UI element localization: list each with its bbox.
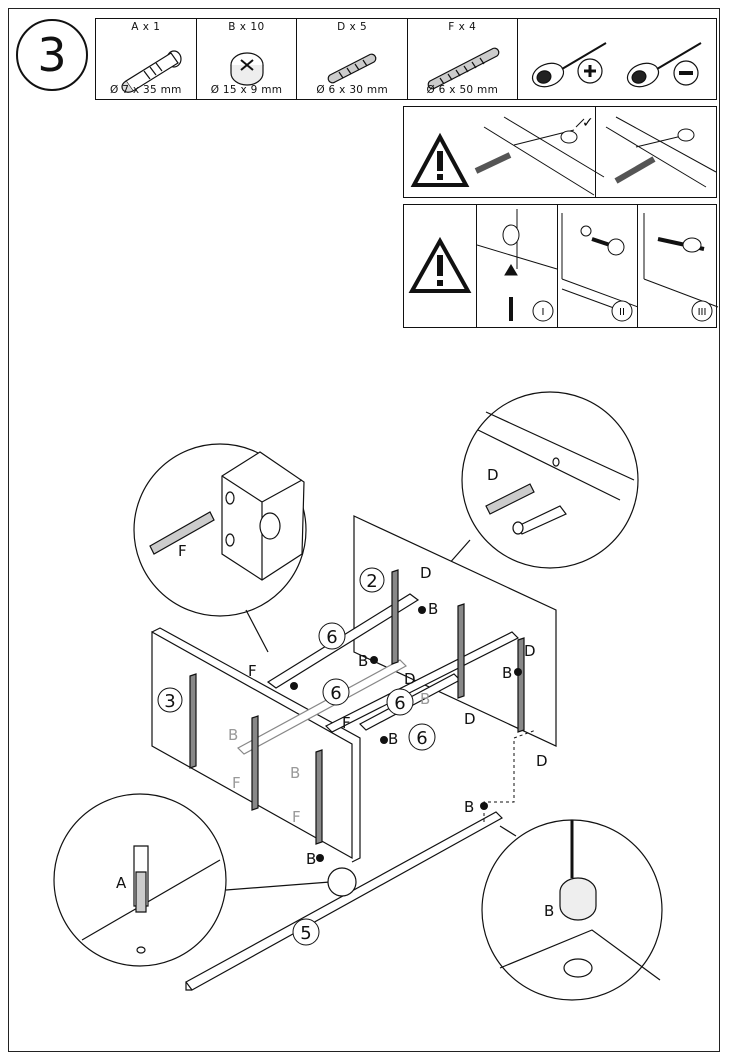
warning-orientation-art: ✓	[410, 115, 605, 196]
warning-triangle-icon	[410, 132, 470, 187]
warning-step-2: II	[557, 205, 639, 327]
part-cell-d: D x 5 Ø 6 x 30 mm	[297, 19, 408, 99]
label-f: F	[342, 714, 351, 732]
long-dowel-icon	[427, 47, 500, 90]
step-label: II	[619, 307, 625, 318]
label-d: D	[524, 642, 536, 660]
panel-label-right: 2	[366, 571, 377, 592]
check-mark-icon: ✓	[582, 115, 594, 131]
part-qty: D x 5	[337, 21, 368, 33]
part-dim: Ø 6 x 50 mm	[426, 84, 499, 96]
label-b: B	[464, 798, 474, 816]
warning-orientation-box: ✓	[403, 106, 717, 198]
label-f: F	[292, 808, 301, 826]
label-b: B	[388, 730, 398, 748]
step-label: I	[542, 307, 545, 318]
panel-label-left: 3	[164, 691, 175, 712]
label-b: B	[290, 764, 300, 782]
warning-step-3: III	[637, 205, 719, 327]
callout-a: A	[116, 874, 127, 892]
part-dim: Ø 6 x 30 mm	[316, 84, 388, 96]
cam-lock-icon	[230, 52, 264, 86]
step-3-art: III	[643, 213, 719, 322]
wood-dowel-icon	[328, 53, 377, 84]
part-dim: Ø 15 x 9 mm	[210, 84, 283, 96]
step-1-art: I	[476, 209, 558, 322]
tools-cell	[518, 19, 716, 99]
dowel-wrong-art	[605, 116, 717, 188]
flat-screwdriver-icon	[626, 42, 702, 88]
parts-table: A x 1 Ø 7 x 35 mm B x 10 Ø 15 x 9 mm D x…	[95, 18, 717, 100]
shelf-label-3: 6	[394, 693, 405, 714]
callout-f: F	[178, 542, 187, 560]
dowel-wrong-illustration	[595, 107, 718, 197]
detail-circle-dowel-d	[461, 391, 639, 569]
shelf-label-4: 6	[416, 728, 427, 749]
label-b: B	[306, 850, 316, 868]
part-cell-b: B x 10 Ø 15 x 9 mm	[197, 19, 298, 99]
instruction-page-frame	[8, 8, 720, 1052]
callout-b: B	[544, 902, 554, 920]
phillips-screwdriver-icon	[531, 42, 607, 88]
shelf-label-2: 6	[330, 683, 341, 704]
part-dim: Ø 7 x 35 mm	[110, 84, 182, 96]
label-b: B	[502, 664, 512, 682]
shelf-label-1: 6	[326, 627, 337, 648]
part-qty: F x 4	[448, 21, 477, 33]
step-number: 3	[16, 19, 88, 91]
label-d: D	[464, 710, 476, 728]
callout-d: D	[487, 466, 499, 484]
part-cell-f: F x 4 Ø 6 x 50 mm	[408, 19, 518, 99]
label-b: B	[420, 690, 430, 708]
label-d: D	[404, 670, 416, 688]
step-label: III	[698, 307, 707, 318]
label-b: B	[358, 652, 368, 670]
plinth-label: 5	[300, 923, 311, 944]
part-qty: A x 1	[131, 21, 161, 33]
warning-triangle-icon	[408, 236, 472, 293]
label-f: F	[232, 774, 241, 792]
tools-art	[531, 42, 702, 88]
step-2-art: II	[561, 213, 639, 322]
dowel-correct-illustration	[474, 116, 605, 196]
warning-step-1: I	[476, 205, 558, 327]
step-number-label: 3	[37, 28, 67, 82]
warning-steps-box: I II III	[403, 204, 719, 328]
part-qty: B x 10	[228, 21, 265, 33]
label-d: D	[536, 752, 548, 770]
label-f: F	[248, 662, 257, 680]
label-b: B	[228, 726, 238, 744]
part-cell-a: A x 1 Ø 7 x 35 mm	[96, 19, 197, 99]
cam-bolt-icon	[121, 50, 182, 93]
label-d: D	[420, 564, 432, 582]
label-b: B	[428, 600, 438, 618]
